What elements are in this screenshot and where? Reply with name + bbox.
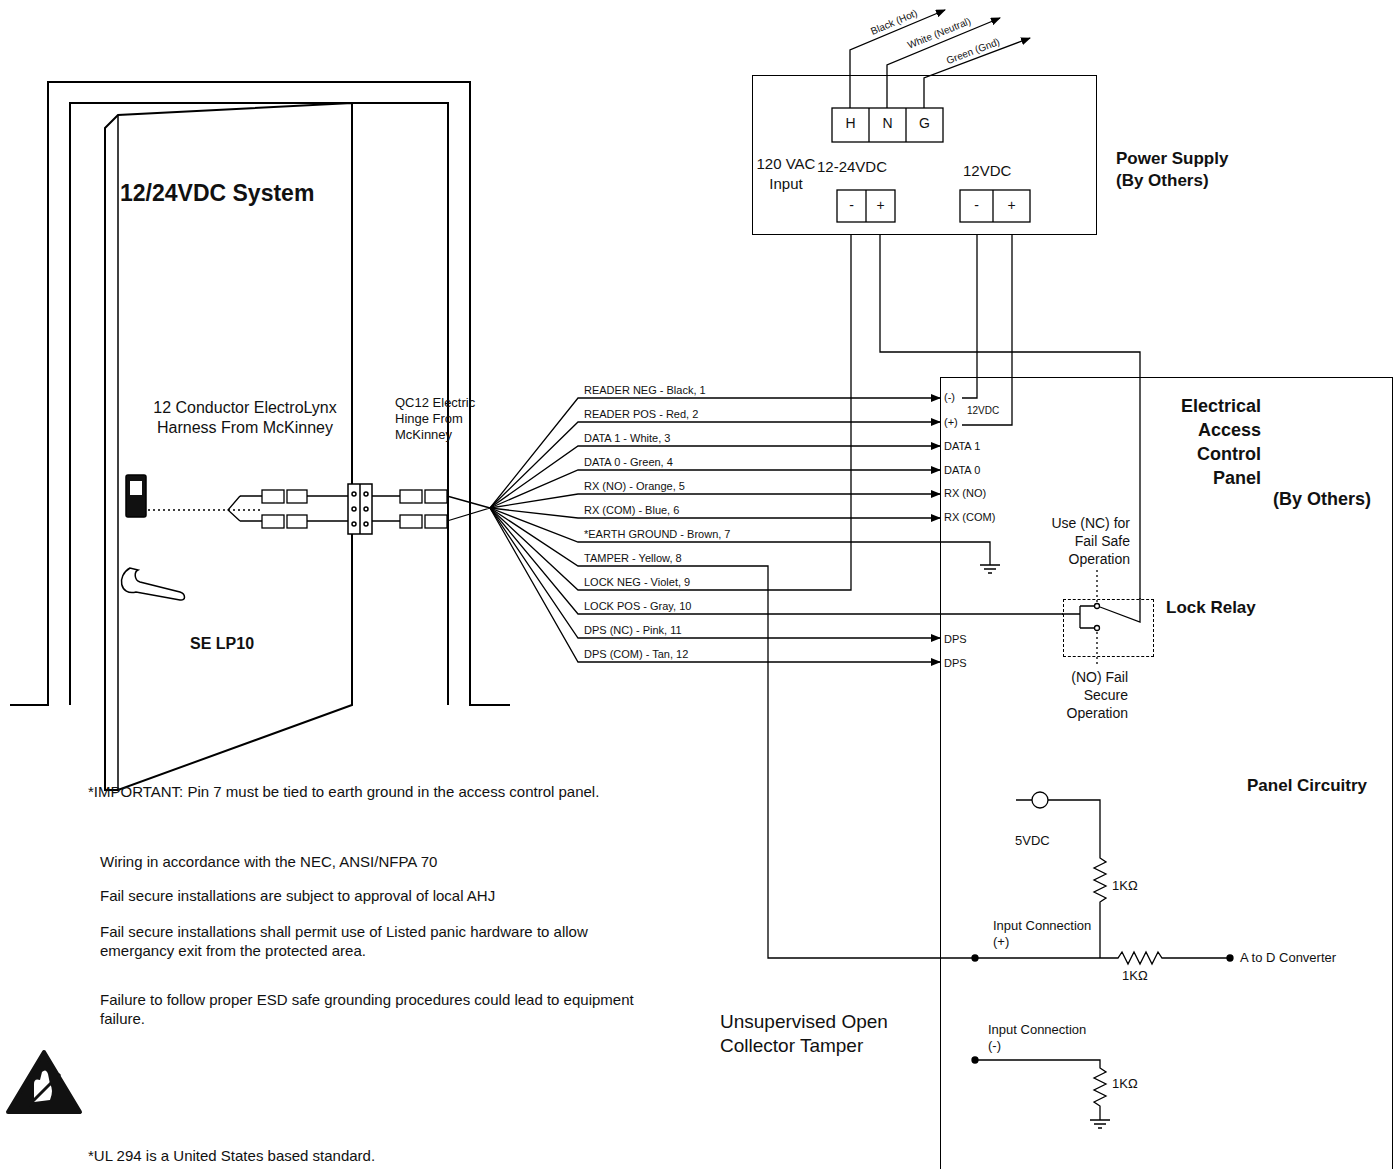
wire [490, 398, 940, 508]
node-text: SE LP10 [190, 635, 254, 653]
wire [490, 508, 1063, 614]
wire-label: READER POS - Red, 2 [582, 408, 700, 420]
door-leaf [105, 103, 352, 790]
node-text: (By Others) [1273, 489, 1371, 510]
wire [976, 235, 977, 377]
part-label: Input Connection (-) [988, 1022, 1088, 1054]
wire [490, 508, 940, 662]
wire-label: DATA 0 - Green, 4 [582, 456, 675, 468]
wire-label: DPS (COM) - Tan, 12 [582, 648, 690, 660]
part-label: - [960, 197, 993, 213]
qc12-electric-hinge [348, 484, 372, 534]
part-label: A to D Converter [1240, 950, 1336, 965]
part-label: 1KΩ [1112, 1076, 1138, 1091]
wire [490, 235, 851, 590]
terminal-label: (NO) Fail Secure Operation [1036, 668, 1128, 722]
part-label: QC12 Electric Hinge From McKinney [395, 395, 507, 443]
power-supply-box: Power Supply (By Others)120 VAC Input12-… [752, 75, 1097, 235]
part-label: + [866, 197, 895, 213]
wire-color-label: Green (Gnd) [945, 36, 1001, 66]
card-reader [126, 475, 146, 517]
wire-label: LOCK POS - Gray, 10 [582, 600, 693, 612]
panel-wiring [940, 377, 1012, 961]
note-text: Fail secure installations are subject to… [100, 886, 660, 905]
note-text: *UL 294 is a United States based standar… [88, 1146, 648, 1165]
wire [490, 494, 940, 508]
part-label: 1KΩ [1112, 878, 1138, 893]
part-label: 5VDC [1015, 833, 1050, 848]
harness-dotted-line [148, 509, 262, 511]
wire [490, 446, 940, 508]
node-heading: Electrical Access Control Panel [1181, 394, 1261, 490]
node-text: 120 VAC Input [755, 154, 817, 194]
wire [490, 508, 940, 638]
note-text: Fail secure installations shall permit u… [100, 922, 655, 960]
terminal-label: (-) [944, 391, 955, 403]
wire-label: RX (COM) - Blue, 6 [582, 504, 681, 516]
part-label: - [837, 197, 866, 213]
wire-label: RX (NO) - Orange, 5 [582, 480, 687, 492]
lock-relay-box: Lock Relay [1063, 599, 1154, 657]
node-text: 12-24VDC [817, 158, 887, 175]
wire-label: READER NEG - Black, 1 [582, 384, 708, 396]
wire [490, 508, 940, 542]
access-control-panel: Electrical Access Control Panel (By Other… [940, 377, 1393, 1169]
part-label: Input Connection (+) [993, 918, 1093, 950]
wire [1011, 235, 1012, 377]
note-text: Failure to follow proper ESD safe ground… [100, 990, 655, 1028]
wire [880, 235, 1140, 599]
terminal-label: DPS [944, 657, 967, 669]
part-label: Unsupervised Open Collector Tamper [720, 1010, 945, 1058]
part-label: H [832, 115, 869, 131]
node-heading: Lock Relay [1166, 598, 1256, 618]
terminal-label: DATA 1 [944, 440, 980, 452]
node-text: 12VDC [963, 162, 1011, 179]
card-reader-face [130, 481, 142, 495]
wire-label: DPS (NC) - Pink, 11 [582, 624, 684, 636]
door-edge [117, 115, 119, 790]
esd-warning-icon [8, 1052, 80, 1112]
wire-label: *EARTH GROUND - Brown, 7 [582, 528, 733, 540]
wire-label: TAMPER - Yellow, 8 [582, 552, 684, 564]
diagram-title: 12/24VDC System [120, 180, 314, 207]
node-heading: 12 Conductor ElectroLynx Harness From Mc… [145, 398, 345, 438]
terminal-label: DATA 0 [944, 464, 980, 476]
terminal-label: Use (NC) for Fail Safe Operation [1030, 514, 1130, 568]
lever-handle [121, 568, 184, 600]
wire [490, 508, 940, 518]
terminal-label: DPS [944, 633, 967, 645]
part-label: G [906, 115, 943, 131]
note-text: *IMPORTANT: Pin 7 must be tied to earth … [88, 782, 653, 801]
part-label: 1KΩ [1122, 968, 1148, 983]
node-heading: Power Supply (By Others) [1116, 148, 1251, 192]
terminal-label: (+) [944, 416, 958, 428]
part-label: + [993, 197, 1030, 213]
node-text: Panel Circuitry [1247, 776, 1367, 796]
panel-circuitry [972, 792, 1233, 1128]
part-label: N [869, 115, 906, 131]
terminal-label: RX (NO) [944, 487, 986, 499]
wire-label: LOCK NEG - Violet, 9 [582, 576, 692, 588]
terminal-label: 12VDC [967, 405, 999, 416]
wire [490, 470, 940, 508]
wire-color-label: Black (Hot) [869, 7, 919, 36]
wire [490, 422, 940, 508]
terminal-label: RX (COM) [944, 511, 995, 523]
wire [490, 508, 940, 958]
lock-relay-contacts [1062, 570, 1140, 666]
wire-label: DATA 1 - White, 3 [582, 432, 672, 444]
note-text: Wiring in accordance with the NEC, ANSI/… [100, 852, 660, 871]
